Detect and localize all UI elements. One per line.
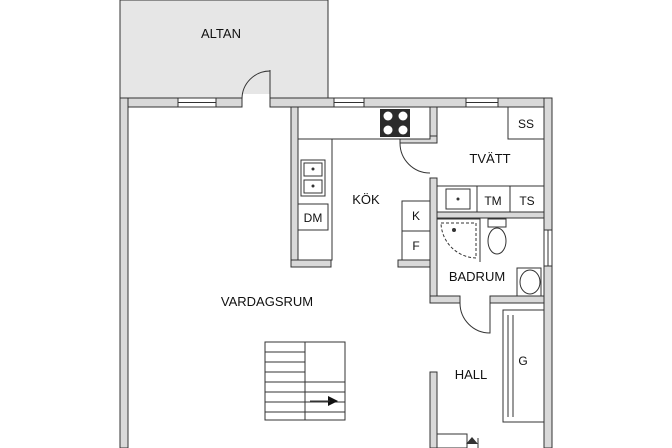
- room-label-badrum: BADRUM: [449, 269, 505, 284]
- bathroom-fixtures: [437, 218, 542, 297]
- entrance-door: [436, 433, 479, 448]
- freezer-label: F: [412, 239, 419, 253]
- windows: [177, 97, 553, 267]
- room-label-tvatt: TVÄTT: [469, 151, 510, 166]
- room-label-altan: ALTAN: [201, 26, 241, 41]
- room-label-vardagsrum: VARDAGSRUM: [221, 294, 313, 309]
- room-label-kok: KÖK: [352, 192, 380, 207]
- kitchen-door-swing: [399, 142, 431, 174]
- staircase: [264, 341, 346, 421]
- dishwasher-box: [297, 203, 329, 231]
- wardrobe-label: G: [518, 354, 527, 368]
- room-label-hall: HALL: [455, 367, 488, 382]
- fridge-freezer: K F: [401, 200, 431, 261]
- balcony-area: [119, 0, 329, 104]
- fridge-label: K: [412, 209, 420, 223]
- bathroom-door-swing: [459, 302, 491, 334]
- dishwasher-label: DM: [304, 211, 323, 225]
- cabinet-ss-label: SS: [518, 117, 534, 131]
- hall-wardrobe: G: [502, 309, 545, 423]
- washer-label: TM: [484, 194, 501, 208]
- kitchen-sink-icon: [300, 159, 326, 197]
- kitchen-counter: [297, 106, 431, 261]
- laundry-fixtures: SS TM TS: [436, 106, 545, 213]
- stove-icon: [380, 109, 410, 137]
- dryer-label: TS: [519, 194, 534, 208]
